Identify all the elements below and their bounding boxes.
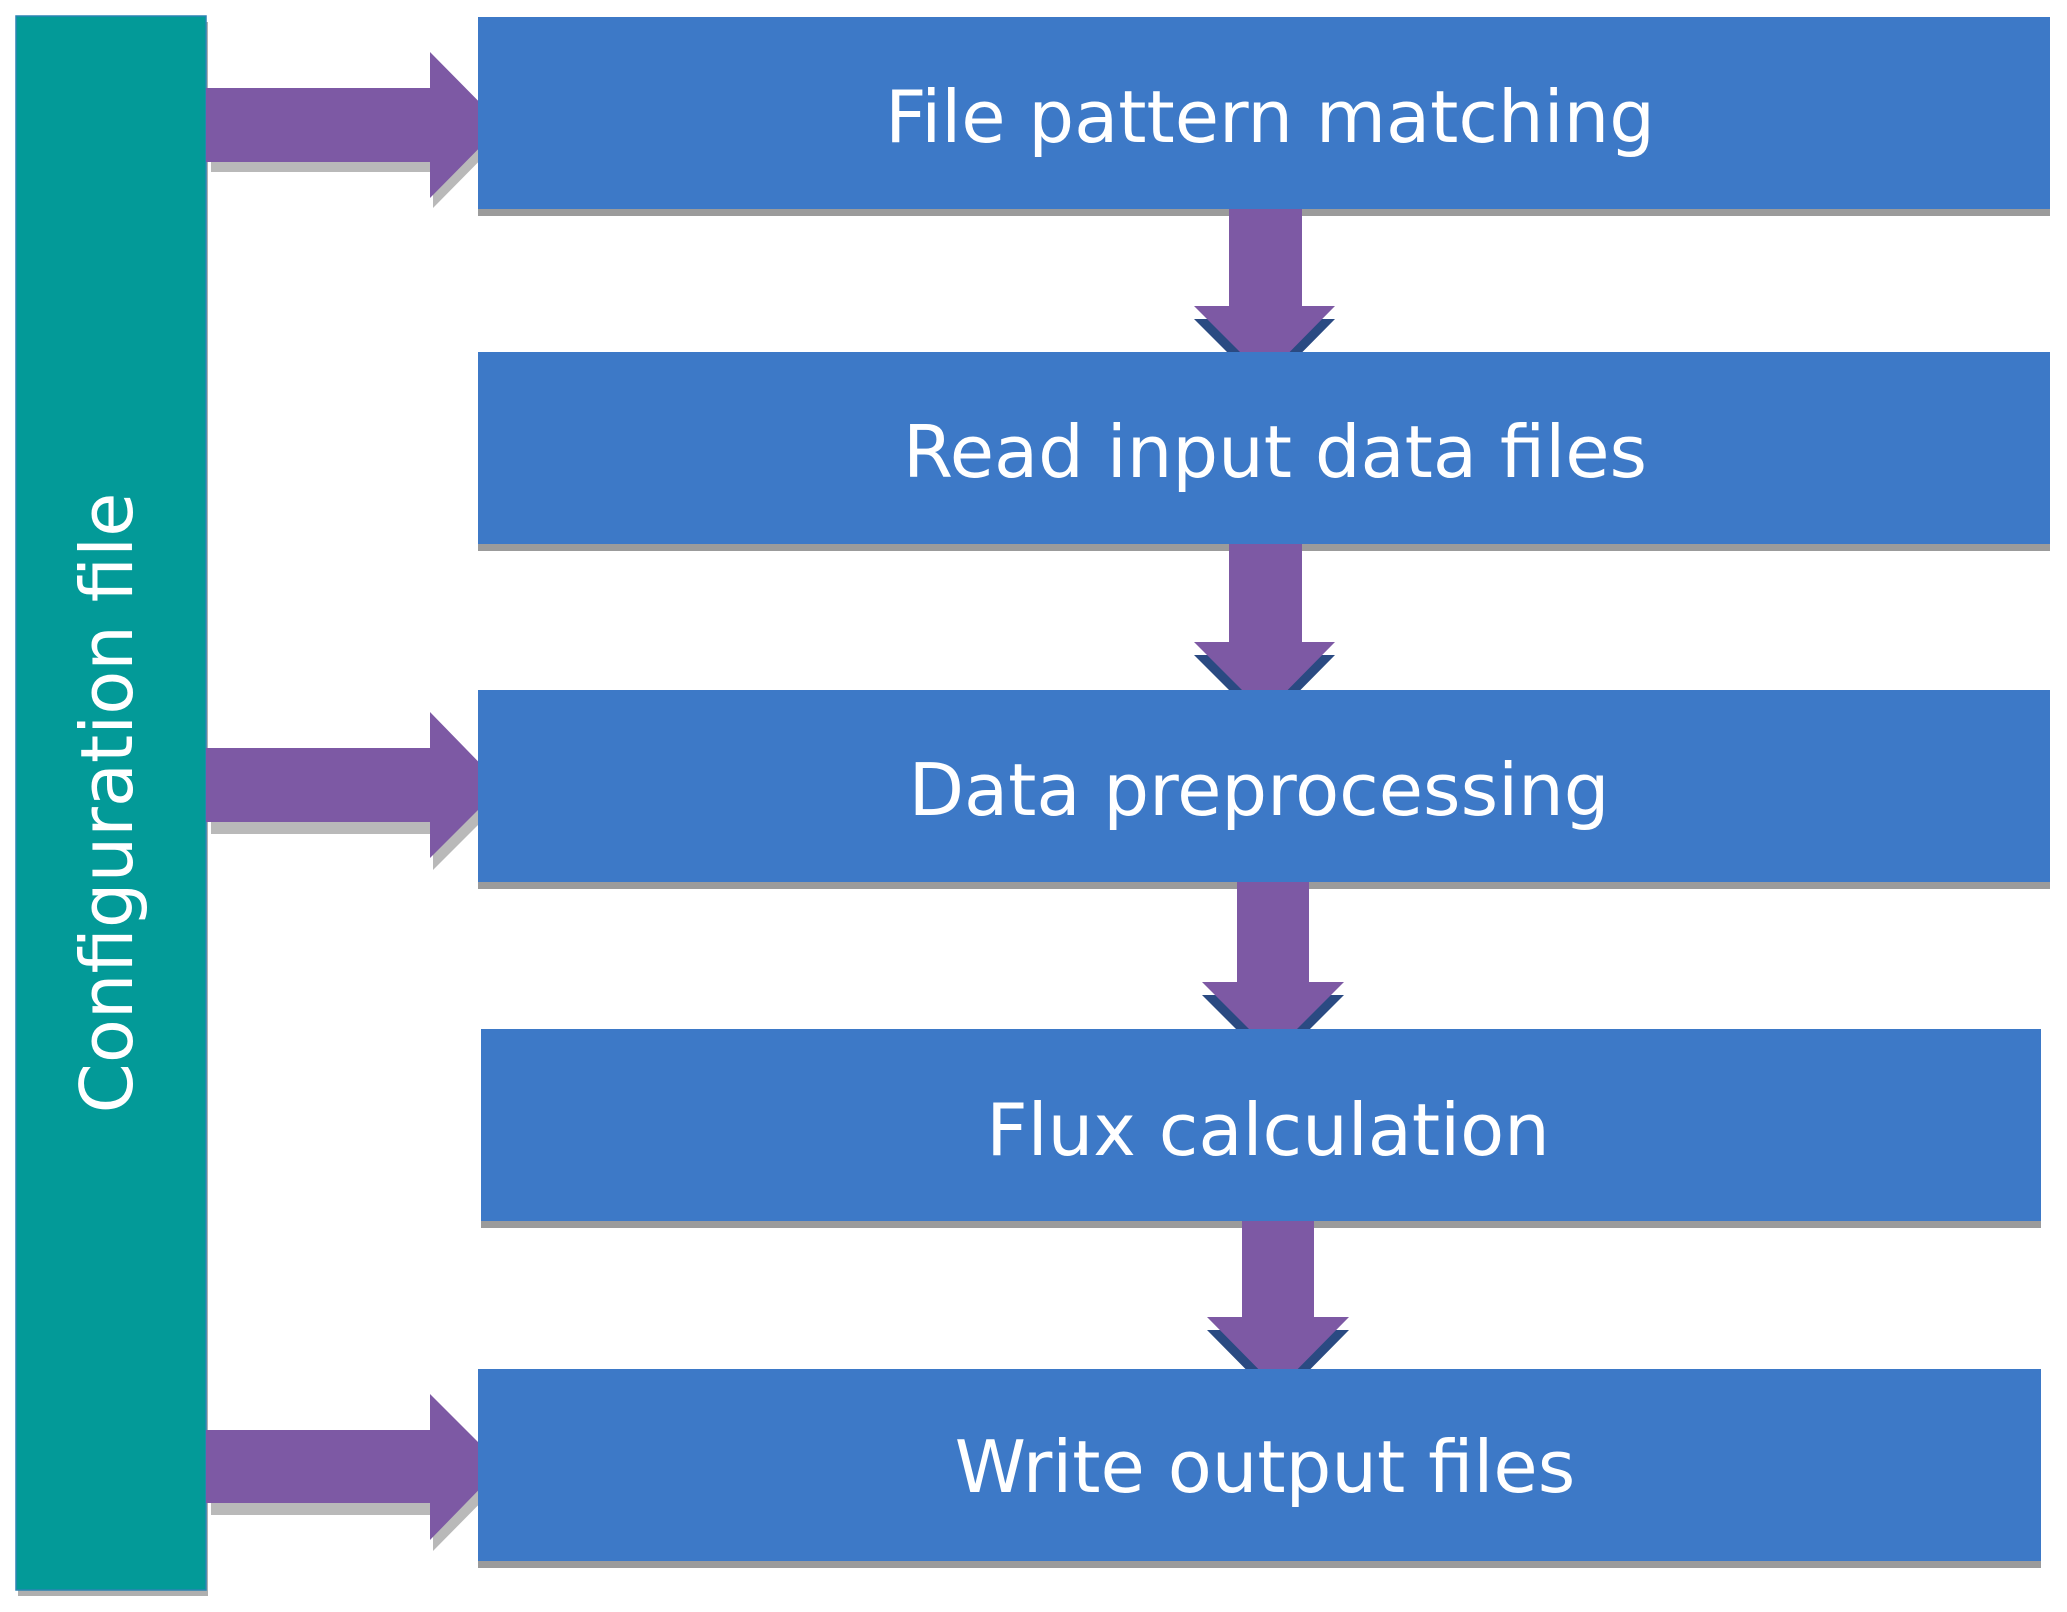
down-arrow-4 (1207, 1221, 1349, 1402)
config-file-block: Configuration file (15, 15, 208, 1596)
step-label: File pattern matching (885, 75, 1655, 159)
down-arrow-2 (1194, 544, 1335, 726)
down-arrow-3 (1202, 882, 1344, 1066)
step-label: Data preprocessing (909, 748, 1610, 832)
step-data-preprocessing: Data preprocessing (478, 690, 2050, 889)
step-label: Read input data files (903, 410, 1647, 494)
config-arrow-2 (206, 712, 505, 870)
step-label: Write output files (955, 1425, 1576, 1509)
step-flux-calculation: Flux calculation (481, 1029, 2041, 1228)
step-label: Flux calculation (986, 1088, 1550, 1172)
step-file-pattern-matching: File pattern matching (478, 17, 2050, 216)
config-arrow-3 (206, 1394, 505, 1551)
step-write-output-files: Write output files (478, 1369, 2041, 1568)
config-file-label: Configuration file (65, 493, 149, 1114)
step-read-input-data-files: Read input data files (478, 352, 2050, 551)
down-arrow-1 (1194, 209, 1335, 390)
config-arrow-1 (206, 52, 505, 208)
